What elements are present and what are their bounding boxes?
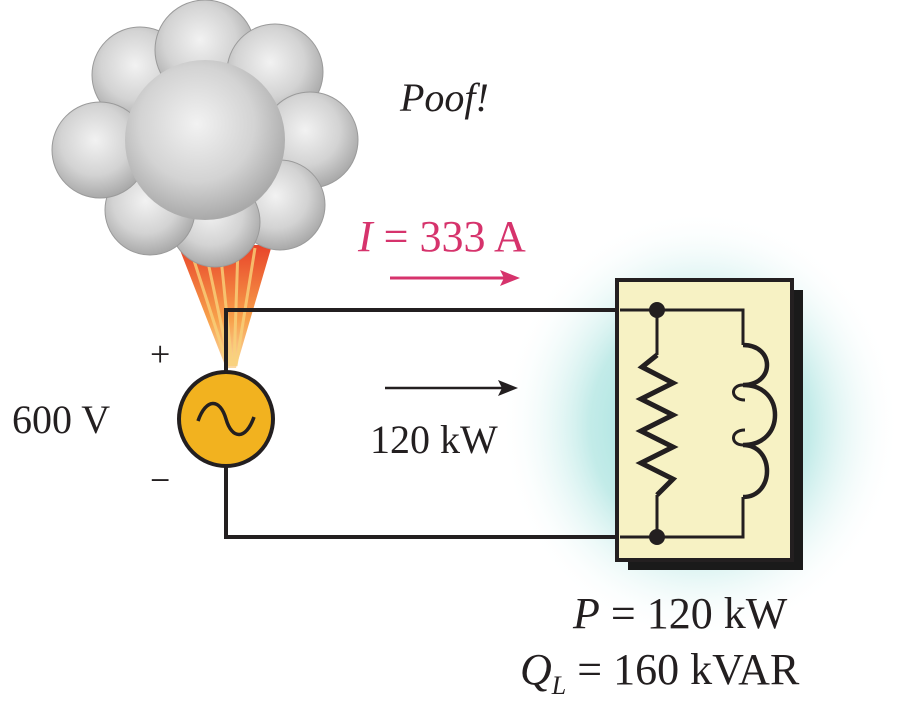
resistor-icon <box>635 353 679 497</box>
q-subscript: L <box>551 670 567 700</box>
power-flow-label: 120 kW <box>370 417 498 462</box>
sine-wave-icon <box>196 401 256 437</box>
inductor-coil-icon <box>742 342 778 500</box>
poof-label: Poof! <box>400 75 489 120</box>
current-arrow <box>390 270 520 286</box>
current-label: I = 333 A <box>358 215 526 259</box>
current-symbol: I <box>358 212 373 261</box>
q-value: = 160 kVAR <box>566 645 800 694</box>
p-value: = 120 kW <box>599 589 788 638</box>
p-symbol: P <box>573 589 600 638</box>
load-reactive-power-label: QL = 160 kVAR <box>520 648 799 699</box>
current-value: 333 A <box>419 212 526 261</box>
flame <box>178 245 272 368</box>
load-real-power-label: P = 120 kW <box>573 592 787 636</box>
smoke-cloud <box>51 0 359 268</box>
circuit-wires <box>224 308 620 539</box>
source-minus-label: − <box>150 460 171 500</box>
load-box <box>615 278 803 570</box>
source-voltage-label: 600 V <box>12 397 111 442</box>
current-equals: = <box>372 212 420 261</box>
q-symbol: Q <box>520 645 552 694</box>
ac-source <box>177 370 275 468</box>
power-flow-arrow <box>385 380 518 396</box>
source-plus-label: + <box>150 334 171 374</box>
